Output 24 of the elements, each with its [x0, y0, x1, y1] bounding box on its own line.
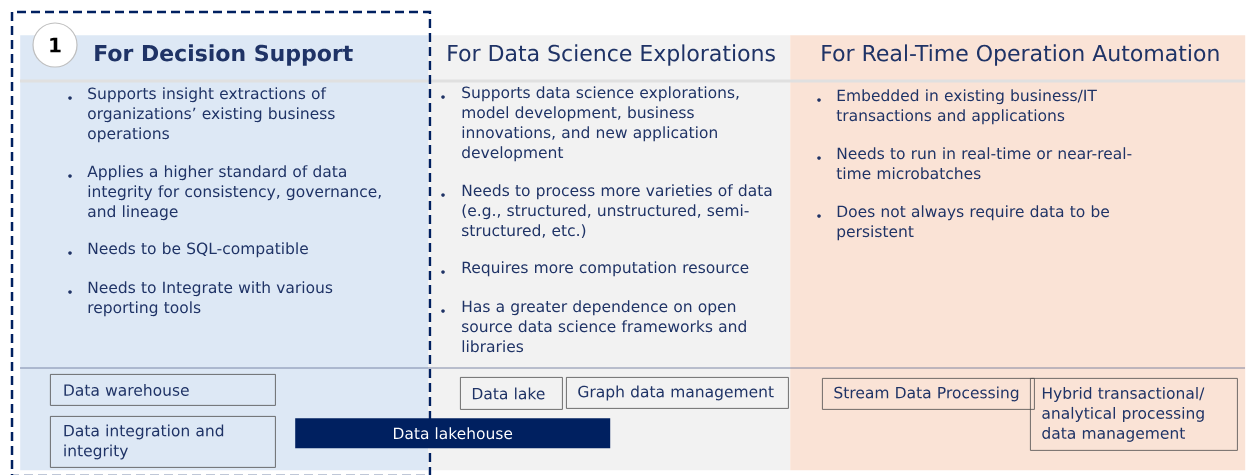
- column-heading: For Data Science Explorations: [448, 44, 775, 66]
- bullet-point: Has a greater dependence on open source data science frameworks and libraries: [462, 300, 746, 353]
- column-panel: [428, 35, 791, 471]
- bullet-point: Needs to be SQL-compatible: [88, 242, 308, 258]
- component-box: Data integration and integrity: [50, 416, 276, 468]
- column-panel: [790, 35, 1246, 471]
- component-box: Data warehouse: [50, 374, 276, 406]
- bullet-point: Needs to Integrate with various reporting tools: [88, 281, 333, 317]
- bullet-point: Applies a higher standard of data integrity for consistency, governance, and lineage: [87, 165, 381, 221]
- bullet-point: Supports data science explorations, model development, business innovations, and new application development: [462, 86, 739, 162]
- component-bar: Data lakehouse: [295, 418, 611, 449]
- bullet-point: Requires more computation resource: [462, 261, 749, 277]
- bullet-point: Needs to run in real-time or near-real-time microbatches: [836, 147, 1132, 180]
- column-heading: For Real-Time Operation Automation: [822, 44, 1219, 66]
- bullet-point: Supports insight extractions of organizations’ existing business operations: [88, 87, 335, 143]
- bullet-point: Needs to process more varieties of data (e.g., structured, unstructured, semi-structured, etc.): [462, 184, 772, 238]
- number-badge: 1: [32, 22, 78, 68]
- component-box: Hybrid transactional/ analytical processing data management: [1030, 378, 1238, 451]
- bullet-point: Embedded in existing business/IT transactions and applications: [836, 89, 1097, 125]
- bullet-point: Does not always require data to be persistent: [837, 205, 1109, 241]
- component-box: Graph data management: [566, 377, 789, 409]
- component-box: Data lake: [460, 377, 563, 410]
- component-box: Stream Data Processing: [822, 378, 1035, 410]
- column-heading: For Decision Support: [95, 44, 353, 66]
